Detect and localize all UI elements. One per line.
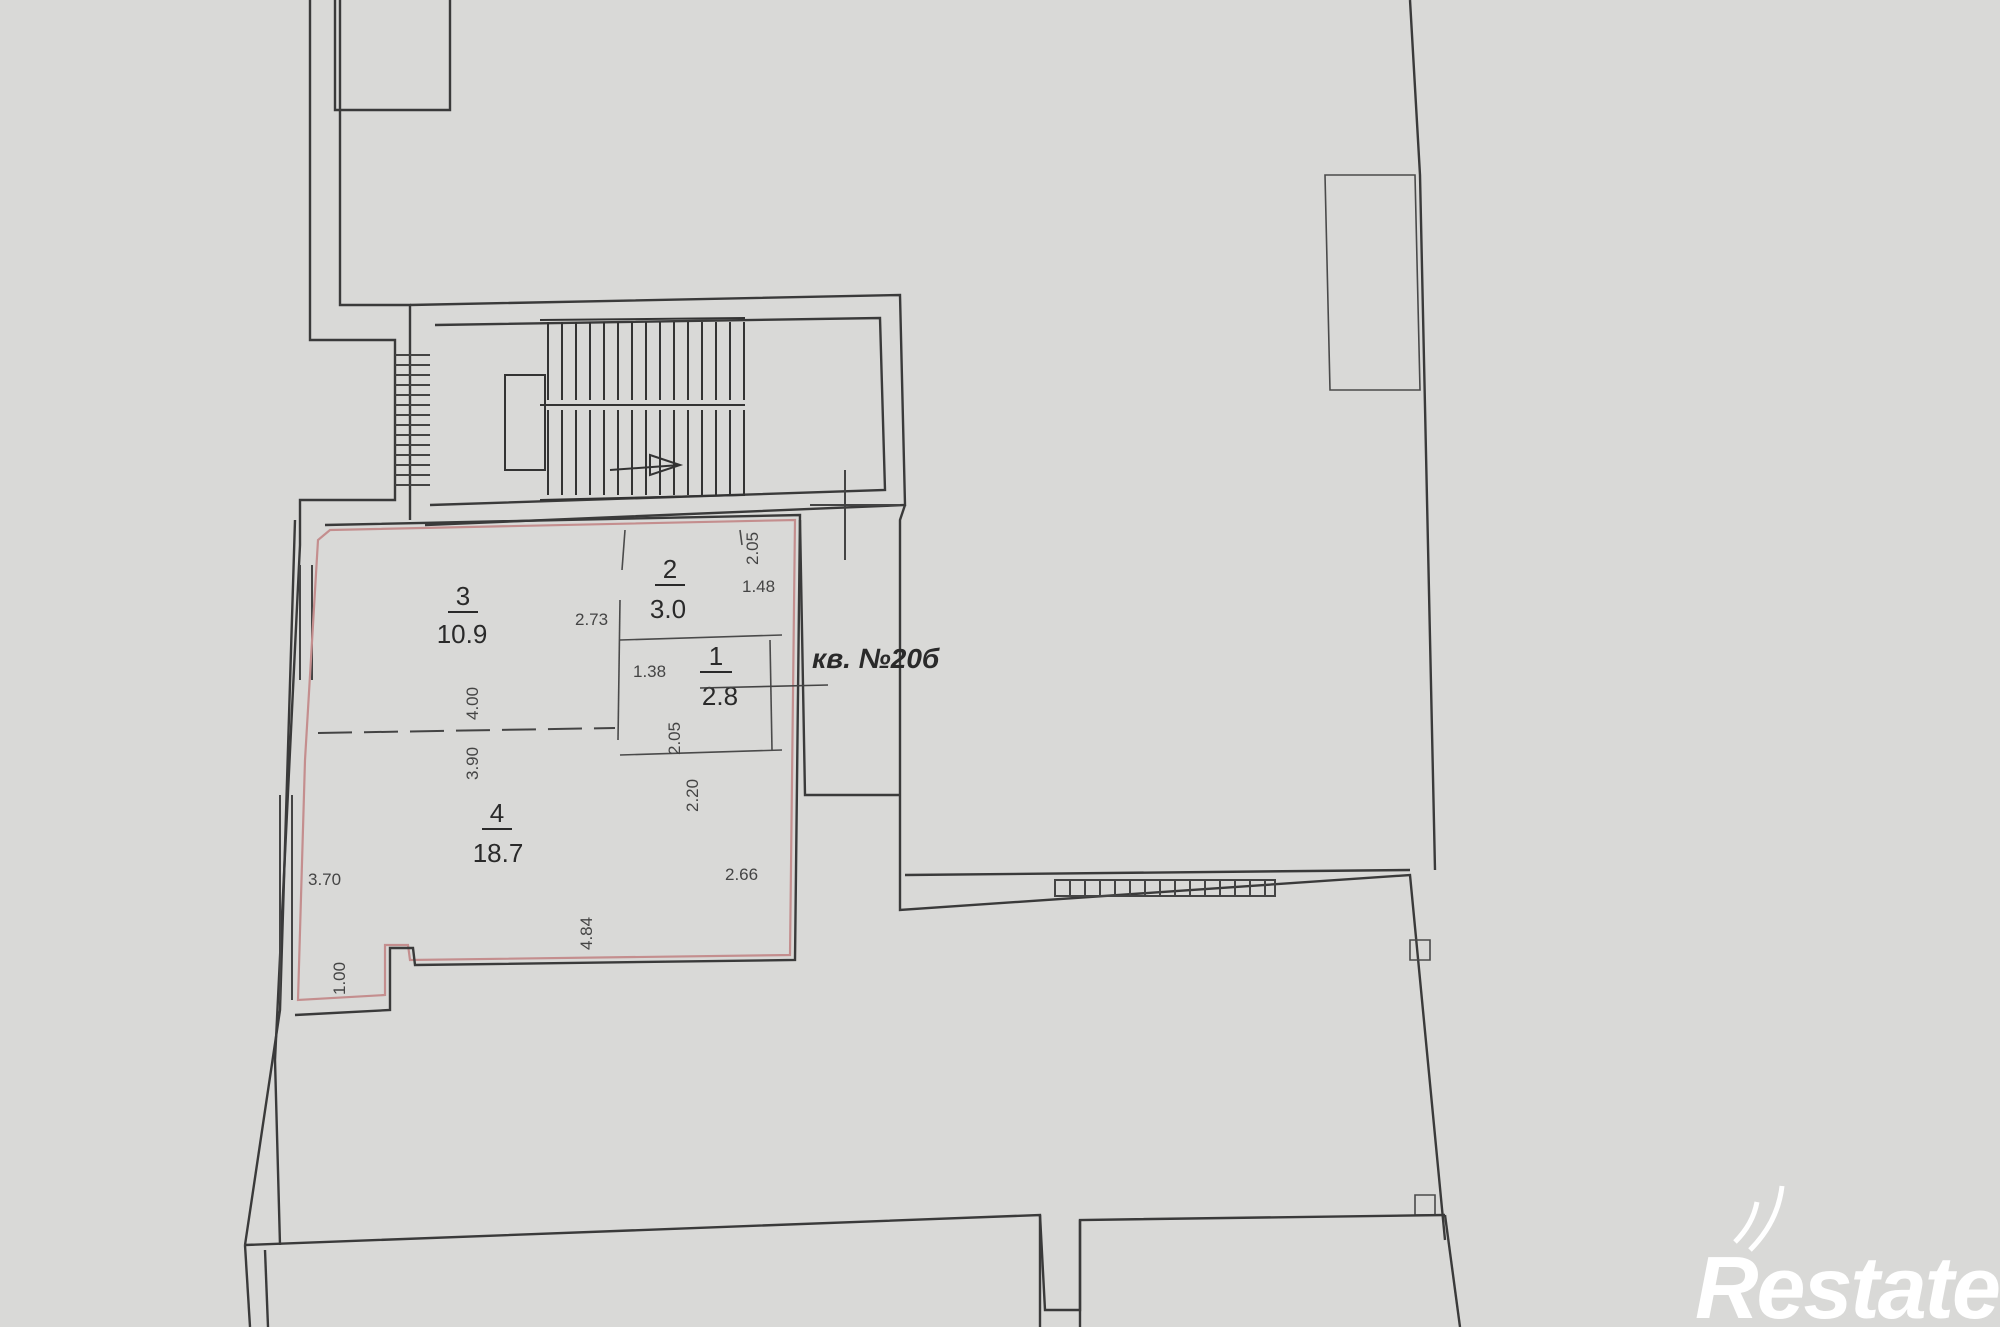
room-3: 3 10.9 (437, 581, 488, 649)
room-labels: 1 2.8 2 3.0 3 10.9 4 18.7 (437, 554, 738, 868)
apartment-label-leader (699, 684, 829, 689)
room-1-number: 1 (709, 641, 723, 671)
room-2-area: 3.0 (650, 594, 686, 624)
dimension-2-20: 2.20 (683, 779, 702, 812)
dimension-4-84: 4.84 (577, 917, 596, 950)
window-hatches (279, 354, 900, 1000)
room-4-area: 18.7 (473, 838, 524, 868)
dimension-3-70: 3.70 (308, 870, 341, 889)
dimension-4-00: 4.00 (463, 687, 482, 720)
room-1: 1 2.8 (700, 641, 738, 711)
restate-logo-text: Restate (1695, 1238, 1999, 1327)
apartment-label: кв. №20б (812, 643, 940, 674)
dimension-labels: 2.05 1.48 2.73 1.38 4.00 3.90 2.05 2.20 … (308, 532, 775, 995)
room-3-area: 10.9 (437, 619, 488, 649)
building-walls (243, 0, 1462, 1327)
dimension-2-66: 2.66 (725, 865, 758, 884)
room-2-number: 2 (663, 554, 677, 584)
dimension-2-73: 2.73 (575, 610, 608, 629)
restate-logo: Restate (1695, 1185, 2000, 1327)
room-4: 4 18.7 (473, 798, 524, 868)
room-3-number: 3 (456, 581, 470, 611)
room-2: 2 3.0 (650, 554, 686, 624)
dimension-3-90: 3.90 (463, 747, 482, 780)
room-4-number: 4 (490, 798, 504, 828)
dimension-1-48: 1.48 (742, 577, 775, 596)
apartment-outline (294, 513, 802, 1017)
radiator (1054, 879, 1276, 897)
staircase (504, 317, 746, 501)
dimension-2-05-top: 2.05 (743, 532, 762, 565)
dimension-1-00: 1.00 (330, 962, 349, 995)
dimension-2-05-mid: 2.05 (665, 722, 684, 755)
room-1-area: 2.8 (702, 681, 738, 711)
dimension-1-38: 1.38 (633, 662, 666, 681)
